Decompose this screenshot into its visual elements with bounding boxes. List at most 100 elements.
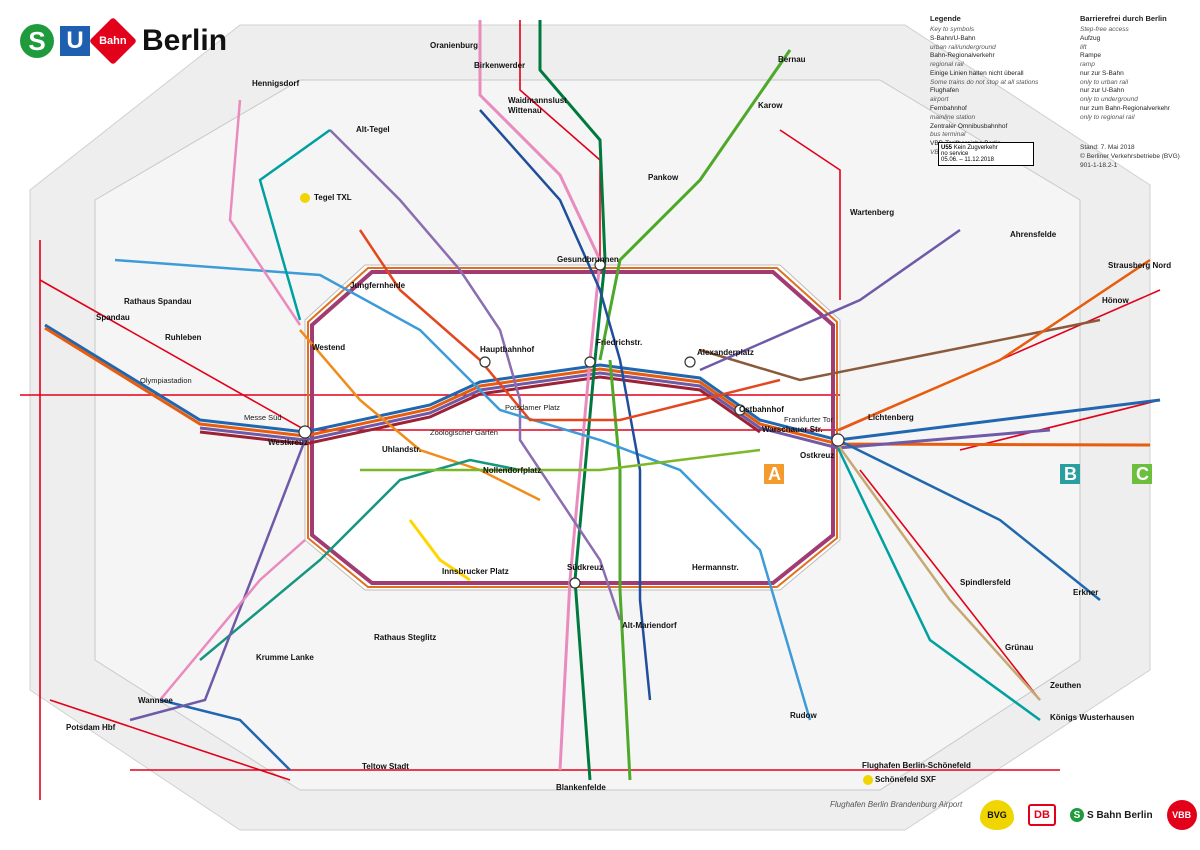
station-messe-sued[interactable]: Messe Süd <box>244 413 282 422</box>
north-south-lines <box>478 20 792 781</box>
legend-item-label: Flughafen <box>930 87 959 95</box>
station-ruhleben[interactable]: Ruhleben <box>165 333 202 342</box>
step-free-item-sub: ramp <box>1080 61 1095 69</box>
station-koenigs-wusterhausen[interactable]: Königs Wusterhausen <box>1050 713 1134 722</box>
station-schoenefeld[interactable]: Flughafen Berlin-Schönefeld <box>862 761 971 770</box>
station-spindlersfeld[interactable]: Spindlersfeld <box>960 578 1011 587</box>
zone-a-area <box>304 264 841 591</box>
step-free-heading: Barrierefrei durch Berlin <box>1080 14 1167 23</box>
station-karow[interactable]: Karow <box>758 101 783 110</box>
s-bahn-ring <box>310 270 835 585</box>
warning-line: U55 <box>941 145 953 151</box>
step-free-item-sub: only to urban rail <box>1080 78 1129 86</box>
station-potsdamer-platz[interactable]: Potsdamer Platz <box>505 403 560 412</box>
station-teltow[interactable]: Teltow Stadt <box>362 762 409 771</box>
station-jungfernheide[interactable]: Jungfernheide <box>350 281 406 290</box>
legend-heading-sub: Key to symbols <box>930 26 975 34</box>
station-warschauer[interactable]: Warschauer Str. <box>762 425 823 434</box>
station-gesundbrunnen[interactable]: Gesundbrunnen <box>557 255 619 264</box>
station-uhlandstr[interactable]: Uhlandstr. <box>382 445 421 454</box>
station-krumme-lanke[interactable]: Krumme Lanke <box>256 653 314 662</box>
station-waidmannslust[interactable]: Waidmannslust <box>508 96 567 105</box>
station-hoenow[interactable]: Hönow <box>1102 296 1129 305</box>
step-free-heading-sub: Step-free access <box>1080 26 1129 34</box>
vbb-logo-icon: VBB <box>1166 800 1197 830</box>
station-olympiastadion[interactable]: Olympiastadion <box>140 376 192 385</box>
legend-item-label: Fernbahnhof <box>930 105 967 113</box>
step-free-item-sub: lift <box>1080 43 1087 51</box>
zone-a-badge <box>764 464 784 484</box>
zone-b-badge <box>1060 464 1080 484</box>
warning-sub: no service <box>941 151 969 157</box>
station-gruenau[interactable]: Grünau <box>1005 643 1034 652</box>
station-frankfurter-tor[interactable]: Frankfurter Tor <box>784 415 834 424</box>
legend-item-sub: bus terminal <box>930 131 966 139</box>
legend-item-sub: airport <box>930 96 949 104</box>
station-birkenwerder[interactable]: Birkenwerder <box>474 61 525 70</box>
stand-code: 901-1-18.2-1 <box>1080 161 1118 169</box>
zone-a-label: A <box>768 464 781 484</box>
station-wittenau[interactable]: Wittenau <box>508 106 542 115</box>
legend-item-sub: regional rail <box>930 61 964 69</box>
station-nollendorfplatz[interactable]: Nollendorfplatz <box>483 466 541 475</box>
legend-item-label: Bahn-Regionalverkehr <box>930 52 995 60</box>
stadtbahn <box>44 323 1161 450</box>
s-bahn-icon: S <box>1070 808 1084 822</box>
station-strausberg-nord[interactable]: Strausberg Nord <box>1108 261 1171 270</box>
station-blankenfelde[interactable]: Blankenfelde <box>556 783 606 792</box>
db-logo-icon: DB <box>1028 804 1056 826</box>
station-lichtenberg[interactable]: Lichtenberg <box>868 413 914 422</box>
station-wannsee[interactable]: Wannsee <box>138 696 173 705</box>
station-ostkreuz[interactable]: Ostkreuz <box>800 451 834 460</box>
brand-header: S U Bahn Berlin <box>20 16 227 66</box>
station-zeuthen[interactable]: Zeuthen <box>1050 681 1081 690</box>
warning-title: Kein Zugverkehr <box>953 145 998 151</box>
station-ahrensfelde[interactable]: Ahrensfelde <box>1010 230 1057 239</box>
legend-item-sub: urban rail/underground <box>930 43 996 51</box>
station-tegel[interactable]: Tegel TXL <box>314 193 352 202</box>
station-zoo[interactable]: Zoologischer Garten <box>430 428 498 437</box>
station-hermannstr[interactable]: Hermannstr. <box>692 563 739 572</box>
station-spandau[interactable]: Spandau <box>96 313 130 322</box>
station-hauptbahnhof[interactable]: Hauptbahnhof <box>480 345 535 354</box>
station-westkreuz[interactable]: Westkreuz <box>268 438 308 447</box>
station-friedrichstr[interactable]: Friedrichstr. <box>596 338 642 347</box>
service-warning: U55 Kein Zugverkehr no service 05.06. – … <box>938 142 1034 166</box>
station-potsdam[interactable]: Potsdam Hbf <box>66 723 116 732</box>
step-free-item-label: nur zur S-Bahn <box>1080 69 1124 77</box>
bahn-logo-icon: Bahn <box>88 16 138 66</box>
station-innsbrucker-platz[interactable]: Innsbrucker Platz <box>442 567 509 576</box>
station-schoenefeld-sxf[interactable]: Schönefeld SXF <box>875 775 936 784</box>
station-pankow[interactable]: Pankow <box>648 173 679 182</box>
s-bahn-ring-2 <box>307 267 838 588</box>
station-hennigsdorf[interactable]: Hennigsdorf <box>252 79 299 88</box>
station-bernau[interactable]: Bernau <box>778 55 806 64</box>
station-suedkreuz[interactable]: Südkreuz <box>567 563 603 572</box>
station-oranienburg[interactable]: Oranienburg <box>430 41 478 50</box>
station-rathaus-steglitz[interactable]: Rathaus Steglitz <box>374 633 436 642</box>
station-alt-tegel[interactable]: Alt-Tegel <box>356 125 390 134</box>
legend-item-label: S-Bahn/U-Bahn <box>930 34 976 42</box>
step-free-item-sub: only to underground <box>1080 96 1138 104</box>
station-ostbahnhof[interactable]: Ostbahnhof <box>739 405 784 414</box>
station-erkner[interactable]: Erkner <box>1073 588 1098 597</box>
station-alexanderplatz[interactable]: Alexanderplatz <box>697 348 754 357</box>
station-alt-mariendorf[interactable]: Alt-Mariendorf <box>622 621 677 630</box>
interchange-markers <box>298 259 845 589</box>
station-rathaus-spandau[interactable]: Rathaus Spandau <box>124 297 192 306</box>
station-westend[interactable]: Westend <box>312 343 345 352</box>
warning-dates: 05.06. – 11.12.2018 <box>941 157 994 163</box>
station-wartenberg[interactable]: Wartenberg <box>850 208 894 217</box>
u-bahn-lines <box>114 109 1101 721</box>
station-rudow[interactable]: Rudow <box>790 711 817 720</box>
